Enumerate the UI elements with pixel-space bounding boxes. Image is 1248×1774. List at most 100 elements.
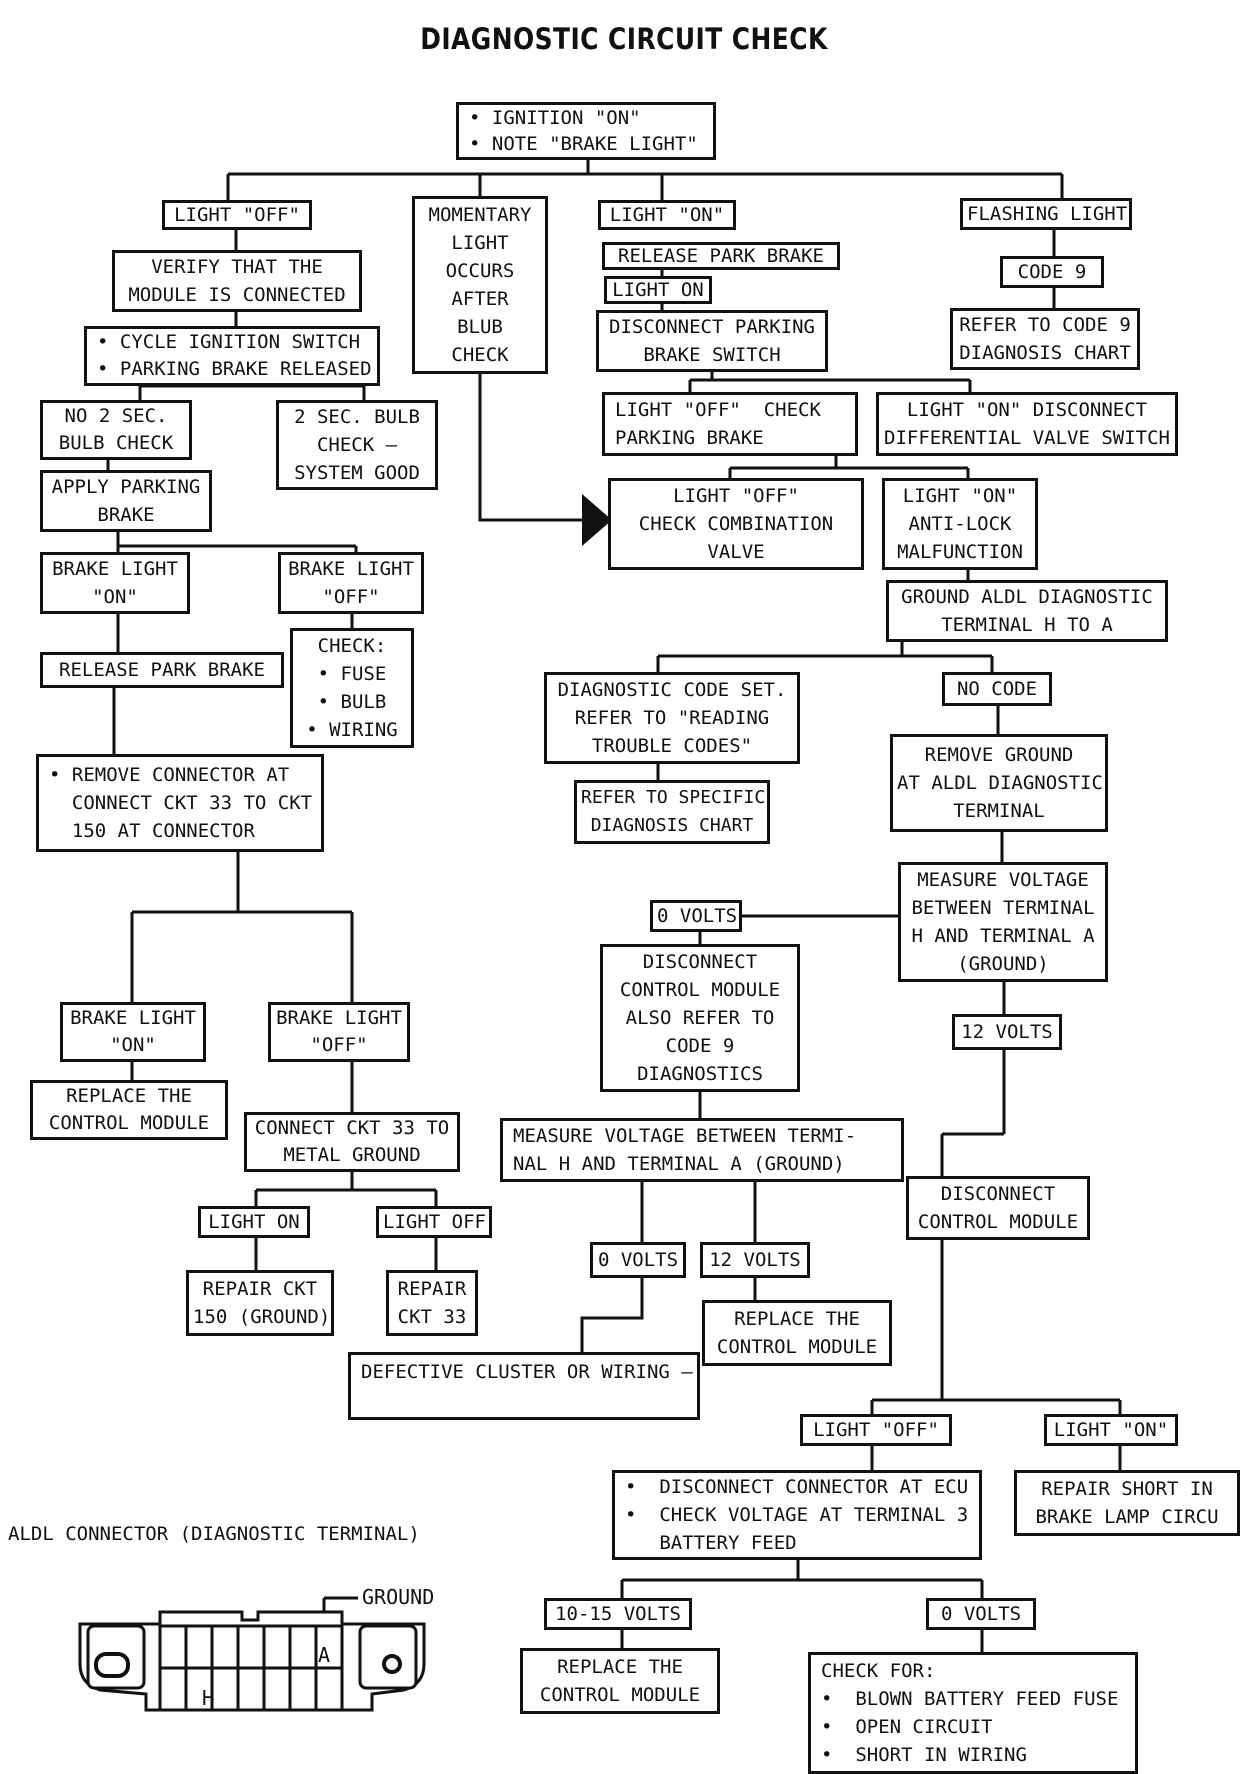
box-line: AFTER xyxy=(451,288,509,310)
box-line: LIGHT OFF xyxy=(383,1211,486,1233)
box-line: BRAKE LIGHT xyxy=(52,558,178,580)
box-line: CONTROL MODULE xyxy=(539,1684,701,1706)
box-line: AT ALDL DIAGNOSTIC xyxy=(897,772,1103,794)
box-line: CODE 9 xyxy=(665,1035,735,1057)
box-remove-connector: • REMOVE CONNECTOR AT CONNECT CKT 33 TO … xyxy=(36,754,324,852)
box-release-park-1: RELEASE PARK BRAKE xyxy=(602,242,840,270)
box-line: 2 SEC. BULB xyxy=(294,406,420,428)
box-line: REFER TO SPECIFIC xyxy=(581,787,766,808)
box-line: GROUND ALDL DIAGNOSTIC xyxy=(901,586,1153,608)
box-no2sec: NO 2 SEC. BULB CHECK xyxy=(40,400,192,460)
box-line: • CHECK VOLTAGE AT TERMINAL 3 xyxy=(625,1504,969,1526)
box-line: DISCONNECT xyxy=(940,1183,1056,1205)
box-line: BRAKE LIGHT xyxy=(288,558,414,580)
box-line: • PARKING BRAKE RELEASED xyxy=(97,358,372,380)
box-line: BATTERY FEED xyxy=(625,1532,797,1554)
box-defective: DEFECTIVE CLUSTER OR WIRING — xyxy=(348,1352,700,1420)
box-line: CHECK FOR: xyxy=(821,1660,936,1682)
box-line: "OFF" xyxy=(322,586,380,608)
box-line: • REMOVE CONNECTOR AT xyxy=(49,764,290,786)
box-zero-v1: 0 VOLTS xyxy=(650,900,742,932)
box-line: • CYCLE IGNITION SWITCH xyxy=(97,331,361,353)
box-ground-aldl: GROUND ALDL DIAGNOSTIC TERMINAL H TO A xyxy=(886,580,1168,642)
box-line: CONTROL MODULE xyxy=(48,1112,210,1134)
box-line: REPLACE THE xyxy=(734,1308,860,1330)
box-line: CKT 33 xyxy=(397,1306,467,1328)
box-line: 150 AT CONNECTOR xyxy=(49,820,255,842)
box-line: MEASURE VOLTAGE xyxy=(917,869,1089,891)
box-line: MODULE IS CONNECTED xyxy=(128,284,346,306)
box-line: "ON" xyxy=(92,586,138,608)
box-connect-ckt33: CONNECT CKT 33 TO METAL GROUND xyxy=(244,1112,460,1172)
box-line: FLASHING LIGHT xyxy=(967,203,1128,225)
box-light-on-2: LIGHT ON xyxy=(604,276,712,304)
box-line: VERIFY THAT THE xyxy=(151,256,323,278)
box-line: CONNECT CKT 33 TO xyxy=(254,1117,450,1139)
box-line: MOMENTARY xyxy=(428,204,532,226)
box-line: BULB CHECK xyxy=(58,432,174,454)
box-code9: CODE 9 xyxy=(1000,256,1104,288)
box-light-off-4: LIGHT "OFF" xyxy=(800,1414,952,1446)
box-line: 0 VOLTS xyxy=(597,1249,679,1271)
box-on-disc-dvs: LIGHT "ON" DISCONNECT DIFFERENTIAL VALVE … xyxy=(876,392,1178,456)
box-brake-off-1: BRAKE LIGHT "OFF" xyxy=(278,552,424,614)
box-line: LIGHT "ON" DISCONNECT xyxy=(906,399,1148,421)
box-line: "ON" xyxy=(110,1034,156,1056)
box-verify-module: VERIFY THAT THE MODULE IS CONNECTED xyxy=(112,250,362,312)
box-line xyxy=(361,1386,693,1414)
box-refer-specific: REFER TO SPECIFIC DIAGNOSIS CHART xyxy=(574,780,770,844)
box-light-off-3: LIGHT OFF xyxy=(376,1206,492,1238)
box-line: ANTI-LOCK xyxy=(908,513,1012,535)
box-line: DIFFERENTIAL VALVE SWITCH xyxy=(884,427,1170,449)
box-line: (GROUND) xyxy=(957,953,1049,975)
box-cycle-ign: • CYCLE IGNITION SWITCH • PARKING BRAKE R… xyxy=(84,326,380,386)
box-line: 150 (GROUND) xyxy=(193,1306,331,1328)
box-light-on-4: LIGHT "ON" xyxy=(1044,1414,1178,1446)
box-line: DISCONNECT PARKING xyxy=(609,316,815,338)
box-line: DIAGNOSIS CHART xyxy=(590,815,754,836)
box-line: TERMINAL H TO A xyxy=(941,614,1113,636)
box-ten15: 10-15 VOLTS xyxy=(544,1598,692,1630)
box-start: • IGNITION "ON"• NOTE "BRAKE LIGHT" xyxy=(456,102,716,160)
box-line: RELEASE PARK BRAKE xyxy=(618,245,824,267)
box-line: • IGNITION "ON" xyxy=(469,107,641,129)
terminal-h-label: H xyxy=(202,1686,215,1710)
box-zero-v2: 0 VOLTS xyxy=(590,1242,686,1278)
box-line: REPLACE THE xyxy=(557,1656,683,1678)
aldl-caption: ALDL CONNECTOR (DIAGNOSTIC TERMINAL) xyxy=(8,1523,420,1545)
box-brake-on-2: BRAKE LIGHT "ON" xyxy=(60,1002,206,1062)
box-line: LIGHT "OFF" xyxy=(174,204,300,226)
box-line: DEFECTIVE CLUSTER OR WIRING — xyxy=(361,1361,693,1383)
box-zero-v3: 0 VOLTS xyxy=(926,1598,1036,1630)
box-line: DISCONNECT xyxy=(642,951,758,973)
terminal-a-label: A xyxy=(318,1643,331,1667)
box-line: SYSTEM GOOD xyxy=(294,462,420,484)
box-line: CHECK — xyxy=(316,434,398,456)
box-line: MEASURE VOLTAGE BETWEEN TERMI- xyxy=(513,1125,857,1147)
box-line: NO 2 SEC. xyxy=(64,405,168,427)
box-brake-off-2: BRAKE LIGHT"OFF" xyxy=(268,1002,410,1062)
box-line: METAL GROUND xyxy=(283,1144,421,1166)
box-line: • WIRING xyxy=(306,719,398,741)
box-line: BRAKE LIGHT xyxy=(70,1007,196,1029)
box-line: REMOVE GROUND xyxy=(924,744,1074,766)
box-line: LIGHT "OFF" xyxy=(813,1419,939,1441)
box-line: LIGHT xyxy=(451,232,509,254)
box-line: APPLY PARKING xyxy=(51,476,201,498)
box-line: 0 VOLTS xyxy=(657,905,738,927)
box-line: • BULB xyxy=(317,691,387,713)
box-line: MALFUNCTION xyxy=(897,541,1023,563)
box-line: 12 VOLTS xyxy=(709,1249,801,1271)
box-measure-v2: MEASURE VOLTAGE BETWEEN TERMI-NAL H AND … xyxy=(500,1118,904,1182)
